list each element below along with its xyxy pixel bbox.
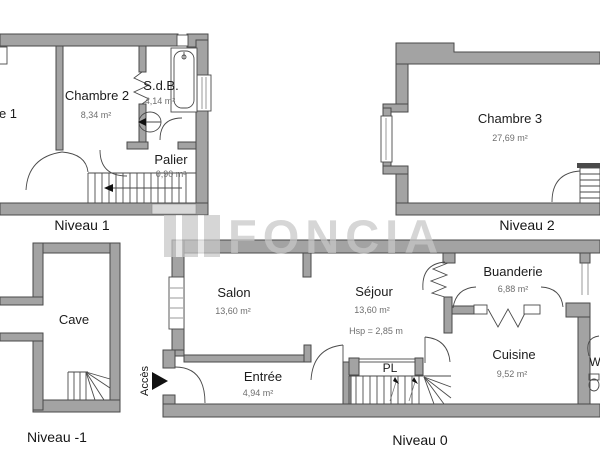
room-area-salon: 13,60 m² [215, 306, 251, 316]
door-arc [159, 117, 183, 141]
niveau-minus1-plan: Cave Niveau -1 [0, 242, 121, 445]
room-label-chambre1: e 1 [0, 106, 17, 121]
niveau-2-plan: Chambre 3 27,69 m² Niveau 2 [380, 42, 600, 233]
entrance-door-arc [174, 366, 206, 404]
room-label-sejour: Séjour [355, 284, 393, 299]
door-arc [25, 151, 63, 191]
window [168, 276, 185, 330]
room-label-palier: Palier [154, 152, 188, 167]
door-arc [587, 335, 600, 357]
room-label-salon: Salon [217, 285, 250, 300]
level-label-niveau-minus1: Niveau -1 [27, 429, 87, 445]
door-frame [523, 304, 541, 315]
window [196, 74, 212, 112]
access-arrow-icon [152, 372, 168, 390]
niveau-1-plan: e 1 Chambre 2 8,34 m² S.d.B. 4,14 m² Pal… [0, 33, 212, 233]
bathtub-icon [170, 47, 198, 113]
toilet-icon [588, 373, 600, 392]
room-area-sdb: 4,14 m² [145, 96, 176, 106]
door-arc [99, 149, 128, 177]
niveau-0-plan: Salon 13,60 m² Séjour 13,60 m² Hsp = 2,8… [139, 239, 600, 448]
room-area-chambre2: 8,34 m² [81, 110, 112, 120]
access-label: Accès [139, 366, 151, 396]
room-label-chambre2: Chambre 2 [65, 88, 129, 103]
window [380, 115, 393, 163]
room-label-placard: PL [383, 361, 398, 375]
door-arc [310, 344, 344, 381]
room-area-cuisine: 9,52 m² [497, 369, 528, 379]
room-area-sejour: 13,60 m² [354, 305, 390, 315]
window [0, 46, 8, 65]
room-ceiling-sejour: Hsp = 2,85 m [349, 326, 403, 336]
folding-door [487, 308, 528, 328]
room-area-entree: 4,94 m² [243, 388, 274, 398]
room-label-wc: W [589, 355, 600, 369]
door-arc [422, 261, 446, 291]
room-label-chambre3: Chambre 3 [478, 111, 542, 126]
window [151, 203, 197, 215]
folding-door [132, 71, 151, 105]
stairs-niveau2 [577, 163, 600, 204]
room-area-chambre3: 27,69 m² [492, 133, 528, 143]
level-label-niveau2: Niveau 2 [499, 217, 554, 233]
room-label-sdb: S.d.B. [143, 78, 178, 93]
stairs-niveau0 [348, 375, 452, 405]
stairs-niveau1 [87, 172, 196, 203]
door-frame [473, 304, 488, 315]
door-arc [551, 170, 581, 203]
door-arc [540, 286, 564, 308]
room-label-cave: Cave [59, 312, 89, 327]
room-label-entree: Entrée [244, 369, 282, 384]
room-label-buanderie: Buanderie [483, 264, 542, 279]
door-arc [452, 286, 477, 309]
door-arc [424, 336, 451, 363]
window [176, 34, 189, 47]
level-label-niveau1: Niveau 1 [54, 217, 109, 233]
washbasin-icon [138, 111, 162, 133]
stairs-cave [67, 371, 111, 401]
level-label-niveau0: Niveau 0 [392, 432, 447, 448]
room-area-palier: 0,90 m² [156, 169, 187, 179]
door-arc [61, 151, 89, 173]
room-area-buanderie: 6,88 m² [498, 284, 529, 294]
room-label-cuisine: Cuisine [492, 347, 535, 362]
folding-door [429, 262, 449, 299]
